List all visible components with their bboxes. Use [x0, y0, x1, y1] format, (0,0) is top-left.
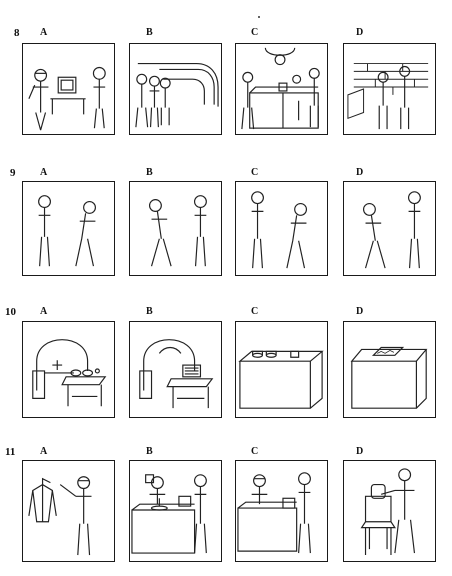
- armchair-with-table-icon: [32, 339, 107, 407]
- box-with-cups-icon: [238, 350, 324, 409]
- option-label-a: A: [40, 167, 48, 178]
- question-number: 8: [14, 27, 20, 39]
- man-and-old-man-icon: [251, 191, 308, 269]
- option-label-b: B: [146, 446, 153, 457]
- option-label-a: A: [40, 27, 48, 38]
- old-man-and-man-icon: [362, 191, 421, 269]
- q8-picture-b[interactable]: [129, 43, 222, 135]
- q10-picture-d[interactable]: [343, 321, 436, 418]
- stray-dot: [258, 16, 260, 18]
- woman-and-old-man-icon: [38, 195, 96, 267]
- q11-picture-b[interactable]: [129, 460, 222, 562]
- shop-counter-scene-icon: [131, 474, 207, 554]
- q9-picture-a[interactable]: [22, 181, 115, 276]
- question-number: 9: [10, 167, 16, 179]
- q11-picture-d[interactable]: [343, 460, 436, 562]
- people-by-train-icon: [135, 62, 219, 128]
- q9-picture-b[interactable]: [129, 181, 222, 276]
- shop-counter-scene-2-icon: [237, 472, 311, 554]
- man-holding-coat-icon: [28, 476, 92, 556]
- armchair-with-table-and-book-icon: [139, 339, 214, 409]
- option-label-b: B: [146, 306, 153, 317]
- question-number: 11: [5, 446, 16, 458]
- option-label-c: C: [251, 306, 259, 317]
- option-label-b: B: [146, 27, 153, 38]
- q10-picture-c[interactable]: [235, 321, 328, 418]
- option-label-d: D: [356, 446, 364, 457]
- q8-picture-a[interactable]: [22, 43, 115, 135]
- q9-picture-d[interactable]: [343, 181, 436, 276]
- option-label-d: D: [356, 27, 364, 38]
- option-label-a: A: [40, 306, 48, 317]
- question-number: 10: [5, 306, 16, 318]
- woman-at-counter-icon: [241, 47, 320, 130]
- option-label-c: C: [251, 167, 259, 178]
- q8-picture-c[interactable]: [235, 43, 328, 135]
- option-label-c: C: [251, 446, 259, 457]
- box-with-picture-icon: [350, 346, 428, 409]
- q10-picture-b[interactable]: [129, 321, 222, 418]
- teacher-with-computer-icon: [28, 66, 106, 131]
- option-label-d: D: [356, 167, 364, 178]
- q11-picture-a[interactable]: [22, 460, 115, 562]
- option-label-c: C: [251, 27, 259, 38]
- q11-picture-c[interactable]: [235, 460, 328, 562]
- q10-picture-a[interactable]: [22, 321, 115, 418]
- woman-at-chair-icon: [360, 468, 416, 556]
- option-label-b: B: [146, 167, 153, 178]
- q8-picture-d[interactable]: [343, 43, 436, 135]
- q9-picture-c[interactable]: [235, 181, 328, 276]
- old-man-and-woman-icon: [148, 195, 207, 267]
- option-label-d: D: [356, 306, 364, 317]
- boy-and-man-by-wall-icon: [347, 63, 429, 130]
- option-label-a: A: [40, 446, 48, 457]
